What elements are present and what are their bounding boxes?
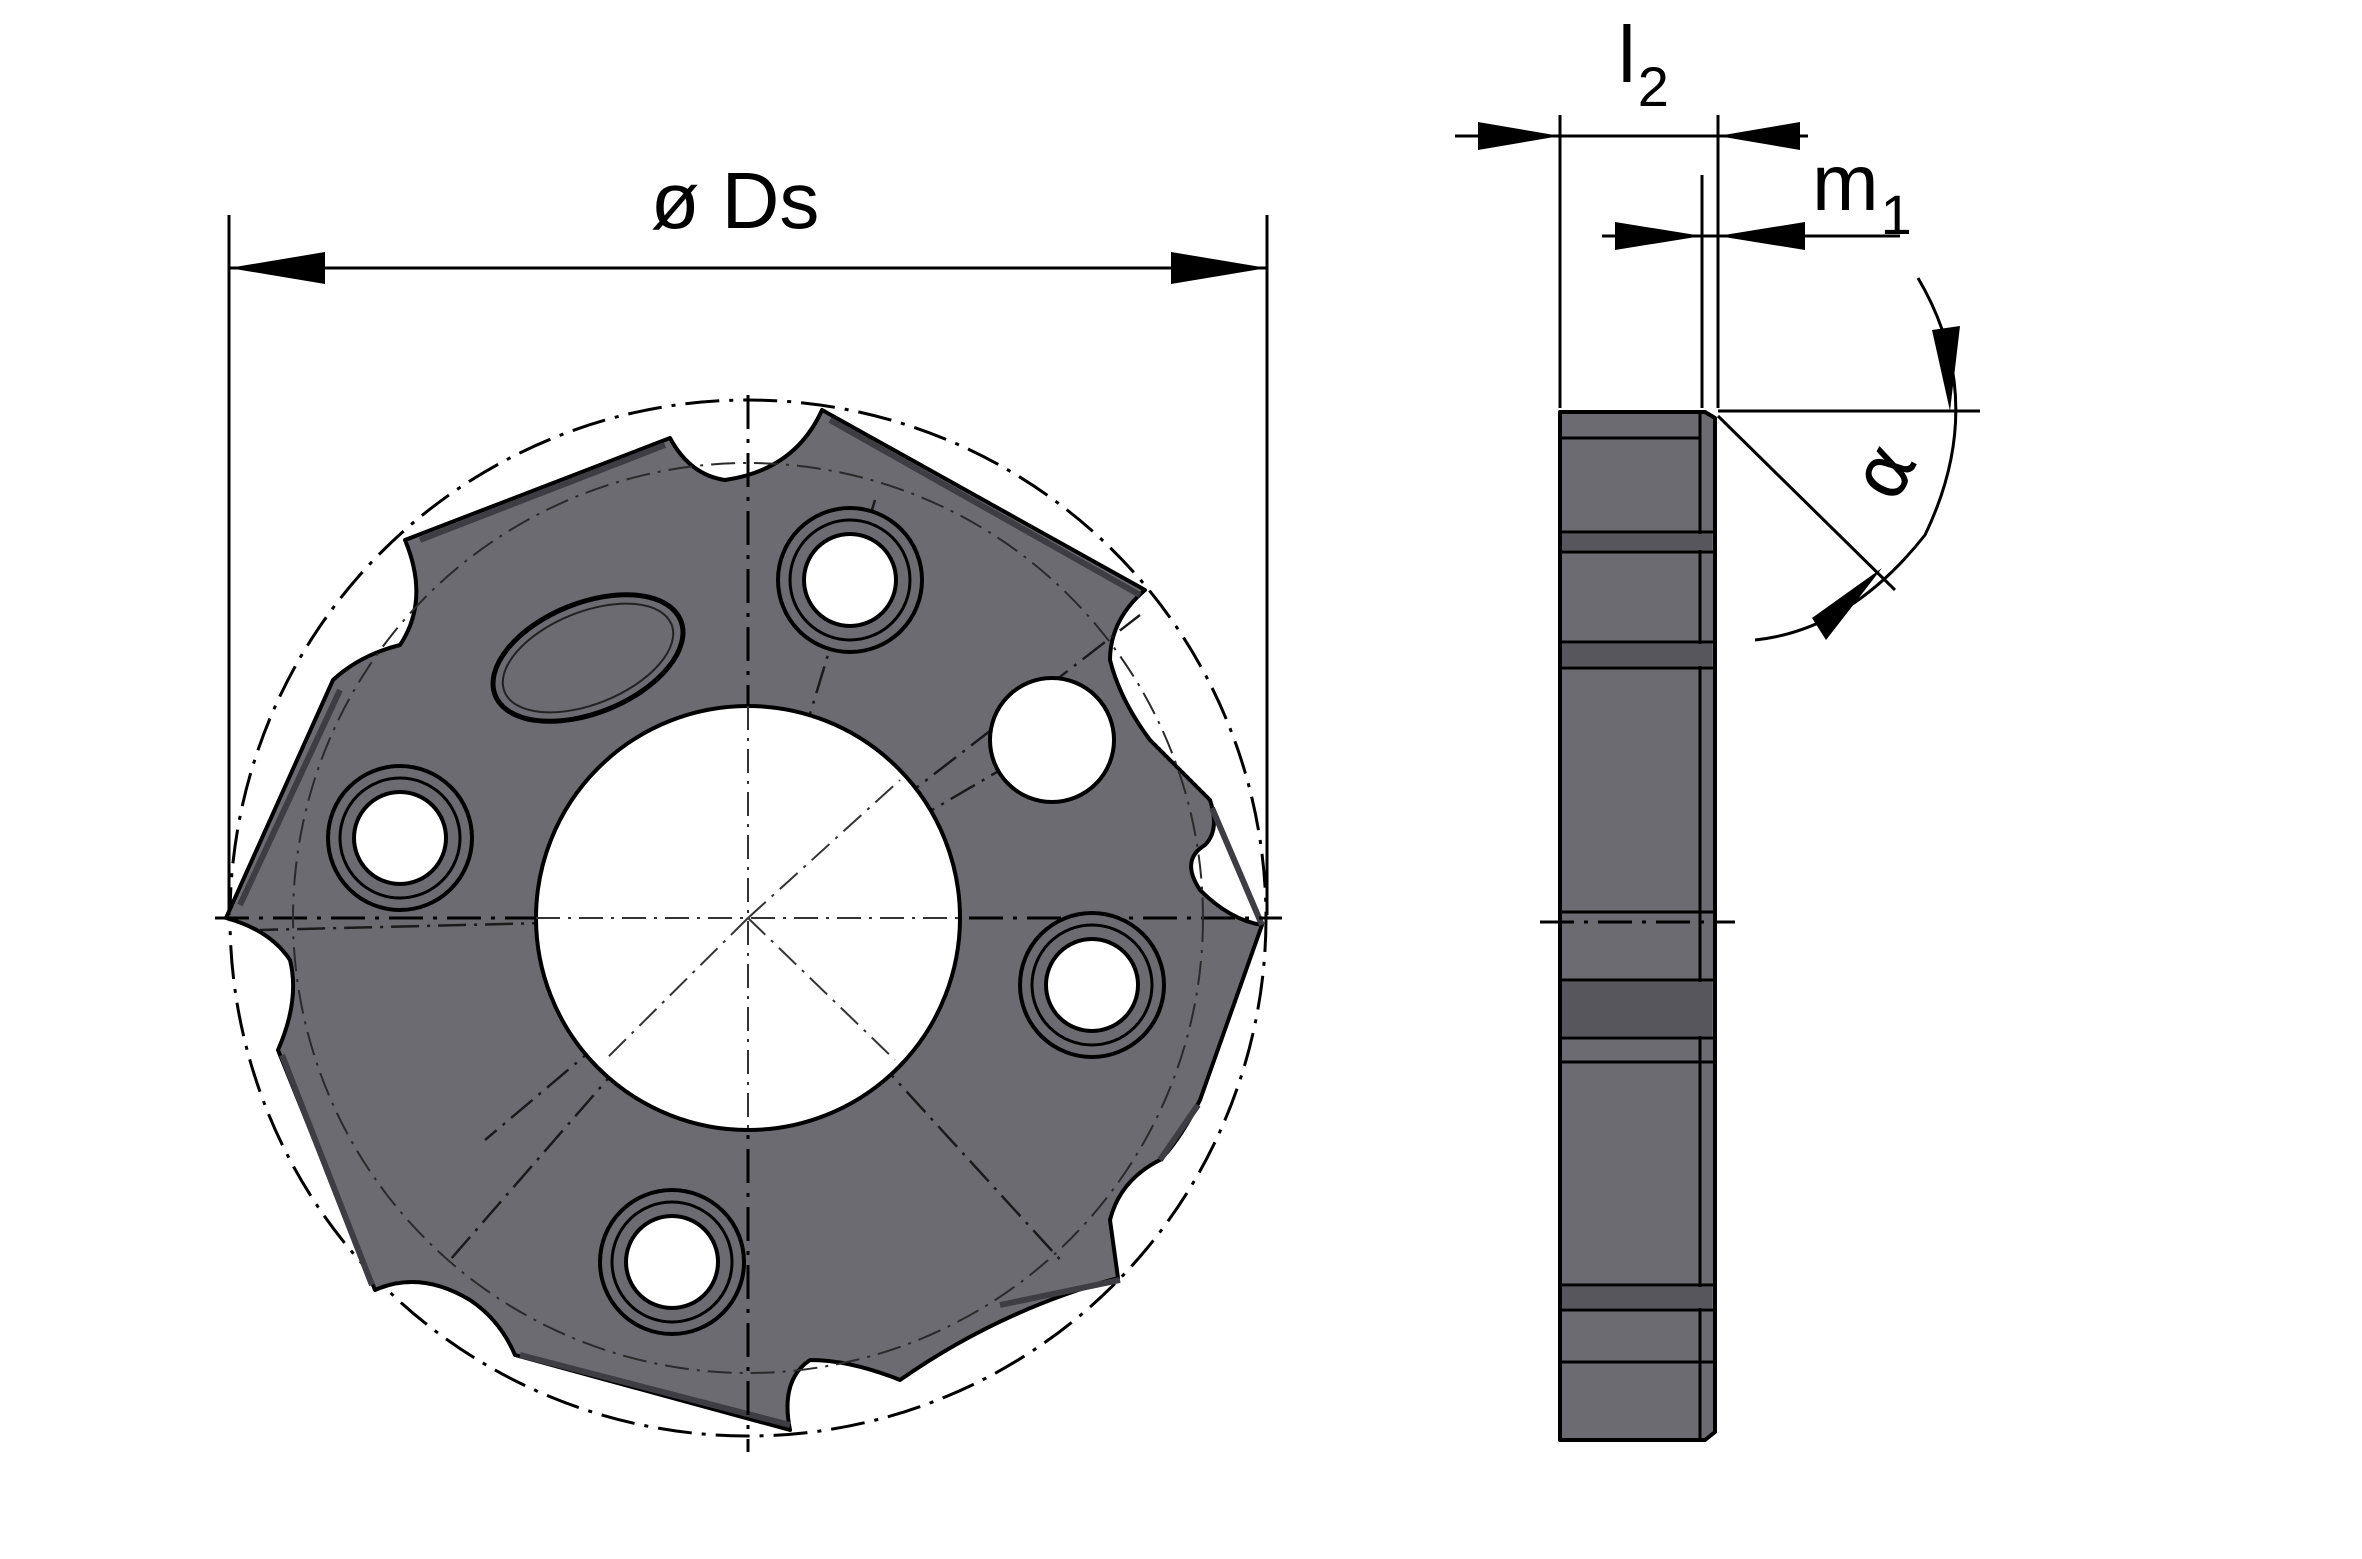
m1-arrow-right: [1718, 222, 1805, 250]
l2-dimension: [1455, 115, 1808, 408]
fixing-hole-1: [326, 764, 474, 912]
fixing-hole-2: [776, 506, 924, 654]
oval-marking: [490, 592, 686, 724]
m1-arrow-left: [1615, 222, 1702, 250]
diameter-dimension: [227, 215, 1269, 915]
side-chamfer-edge: [1560, 412, 1702, 1440]
bore-center-lines: [536, 706, 960, 1130]
front-view: ø Ds: [215, 156, 1282, 1452]
angle-label: α: [1832, 428, 1934, 514]
diameter-label: ø Ds: [651, 156, 820, 245]
fixing-hole-4: [1018, 911, 1166, 1059]
cutting-edge-shade: [237, 417, 1265, 1428]
side-view: l2 m1 α: [1455, 10, 1980, 1442]
l2-subscript: 2: [1638, 55, 1669, 118]
l2-label: l2: [1618, 10, 1669, 118]
fixing-hole-3: [988, 676, 1116, 804]
m1-label: m1: [1812, 138, 1912, 246]
l2-arrow-left: [1478, 122, 1560, 150]
side-bands: [1560, 530, 1715, 1364]
l2-arrow-right: [1718, 122, 1800, 150]
side-band-shades: [1562, 534, 1712, 1308]
l2-main: l: [1618, 10, 1636, 99]
diameter-arrow-right: [1171, 252, 1267, 284]
diameter-arrow-left: [229, 252, 325, 284]
m1-subscript: 1: [1881, 183, 1912, 246]
angle-arrow-top: [1932, 326, 1960, 411]
pitch-circle: [292, 462, 1204, 1374]
oval-marking-inner: [501, 602, 675, 714]
angle-arrow-bottom: [1812, 568, 1882, 640]
fixing-hole-5: [598, 1188, 746, 1336]
m1-main: m: [1812, 138, 1879, 227]
